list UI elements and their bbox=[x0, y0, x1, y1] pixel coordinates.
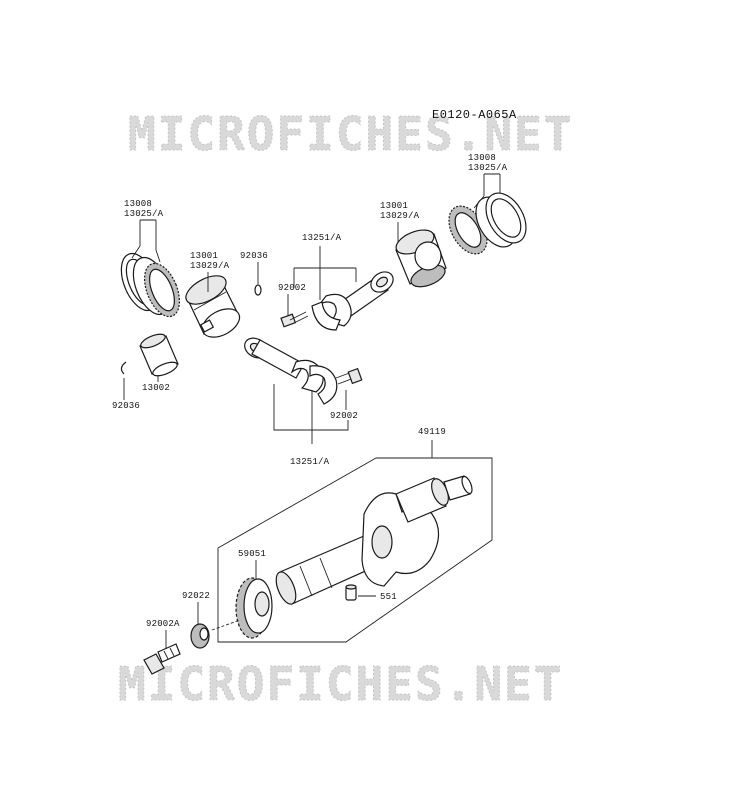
rod-cap-bottom[interactable] bbox=[309, 365, 338, 405]
connecting-rod-bottom[interactable] bbox=[241, 334, 324, 393]
label-pin: 13002 bbox=[142, 383, 170, 393]
connecting-rod-top[interactable] bbox=[319, 268, 397, 327]
label-piston-right-b: 13029/A bbox=[380, 211, 420, 221]
label-piston-right-a: 13001 bbox=[380, 201, 408, 211]
label-washer: 92022 bbox=[182, 591, 210, 601]
leader-gear-assembly bbox=[211, 619, 241, 631]
piston-rings-left[interactable] bbox=[114, 248, 186, 321]
leader-rings-left bbox=[131, 219, 161, 263]
label-clip-bottom: 92036 bbox=[112, 401, 140, 411]
label-rod-bottom: 13251/A bbox=[290, 457, 330, 467]
crankshaft[interactable] bbox=[272, 475, 474, 607]
bolt-top[interactable] bbox=[280, 311, 309, 328]
diagram-code: E0120-A065A bbox=[432, 108, 517, 122]
label-rings-right-b: 13025/A bbox=[468, 163, 508, 173]
clip-bottom[interactable] bbox=[120, 361, 127, 375]
label-rings-left-a: 13008 bbox=[124, 199, 152, 209]
crankshaft-bracket bbox=[217, 440, 493, 643]
washer[interactable] bbox=[190, 623, 210, 649]
label-key: 551 bbox=[380, 592, 397, 602]
clip-top[interactable] bbox=[254, 284, 262, 296]
rod-cap-top[interactable] bbox=[311, 301, 341, 331]
leader-rod-bottom bbox=[273, 384, 349, 444]
label-piston-left-a: 13001 bbox=[190, 251, 218, 261]
leader-rod-top bbox=[293, 246, 357, 300]
label-gear: 59051 bbox=[238, 549, 266, 559]
watermark-top: MICROFICHES.NET bbox=[128, 107, 573, 161]
crank-gear[interactable] bbox=[235, 577, 273, 639]
label-crankshaft: 49119 bbox=[418, 427, 446, 437]
piston-left[interactable] bbox=[181, 270, 244, 343]
piston-pin[interactable] bbox=[139, 331, 179, 378]
crank-bolt[interactable] bbox=[143, 643, 181, 675]
key[interactable] bbox=[345, 584, 357, 601]
label-rings-right-a: 13008 bbox=[468, 153, 496, 163]
label-rod-top: 13251/A bbox=[302, 233, 342, 243]
label-bolt-bottom: 92002 bbox=[330, 411, 358, 421]
piston-rings-right[interactable] bbox=[441, 186, 534, 260]
label-clip-top: 92036 bbox=[240, 251, 268, 261]
watermark-bottom: MICROFICHES.NET bbox=[118, 657, 563, 711]
piston-right[interactable] bbox=[393, 225, 448, 291]
label-rings-left-b: 13025/A bbox=[124, 209, 164, 219]
label-piston-left-b: 13029/A bbox=[190, 261, 230, 271]
label-bolt-top: 92002 bbox=[278, 283, 306, 293]
label-bolt-crank: 92002A bbox=[146, 619, 180, 629]
bolt-bottom[interactable] bbox=[335, 367, 363, 385]
